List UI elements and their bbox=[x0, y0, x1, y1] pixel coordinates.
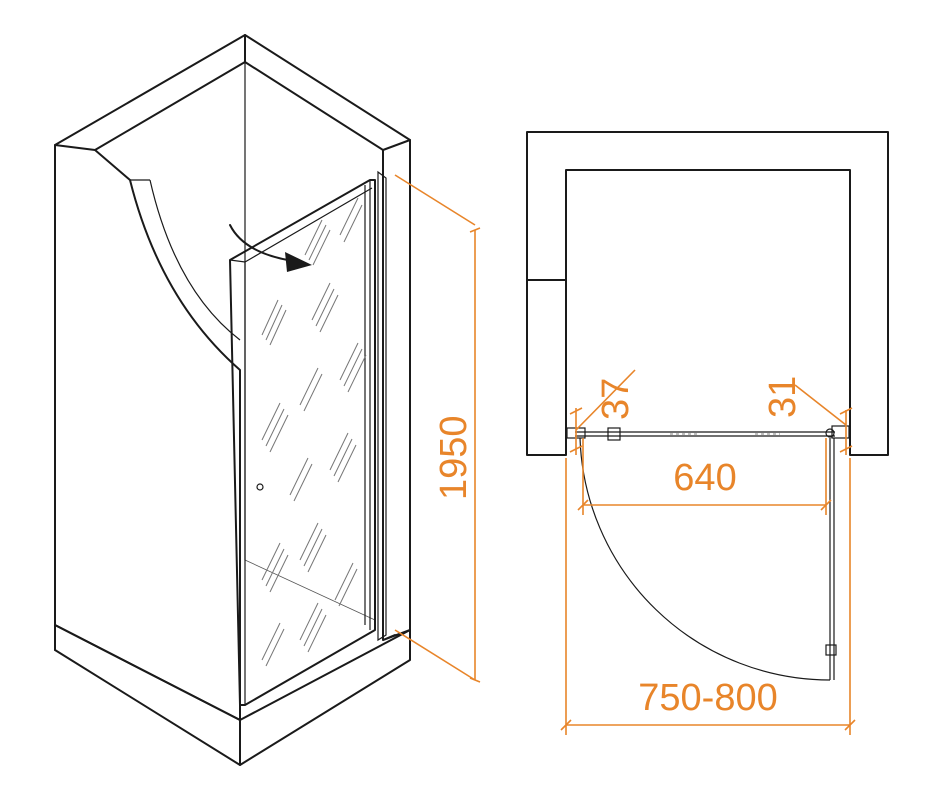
swing-arrow-head bbox=[285, 252, 312, 272]
iso-door bbox=[229, 170, 387, 706]
left-gap-dimension: 37 bbox=[569, 369, 637, 455]
plan-walls bbox=[526, 131, 889, 456]
plan-hinge bbox=[825, 428, 835, 438]
plan-door bbox=[566, 425, 850, 681]
iso-door-left-profile bbox=[229, 187, 373, 705]
iso-door-handle bbox=[256, 483, 264, 491]
plan-open-door bbox=[829, 438, 835, 680]
iso-curved-wall bbox=[54, 149, 241, 721]
plan-swing-arc bbox=[579, 437, 831, 681]
iso-right-wall-edge bbox=[382, 149, 411, 641]
height-dimension: 1950 bbox=[394, 174, 481, 683]
plan-open-handle bbox=[825, 644, 837, 656]
door-width-label: 640 bbox=[673, 457, 736, 499]
iso-curved-wall-inner bbox=[149, 179, 241, 341]
iso-glass-texture bbox=[261, 197, 367, 667]
iso-wall-profile bbox=[377, 170, 387, 642]
right-gap-dimension: 31 bbox=[762, 376, 853, 455]
left-gap-label: 37 bbox=[595, 378, 637, 420]
isometric-view: 1950 bbox=[54, 34, 481, 766]
iso-wall-top bbox=[54, 34, 411, 151]
plan-view: 37 31 640 750-800 bbox=[526, 131, 889, 735]
total-width-label: 750-800 bbox=[638, 677, 777, 719]
plan-handle bbox=[607, 427, 621, 441]
total-width-dimension: 750-800 bbox=[560, 458, 856, 735]
plan-right-profile bbox=[831, 425, 850, 439]
iso-hinge-profile bbox=[364, 180, 371, 630]
iso-base bbox=[54, 624, 411, 766]
height-label: 1950 bbox=[433, 415, 475, 500]
right-gap-label: 31 bbox=[762, 376, 804, 418]
door-width-dimension: 640 bbox=[577, 438, 832, 515]
